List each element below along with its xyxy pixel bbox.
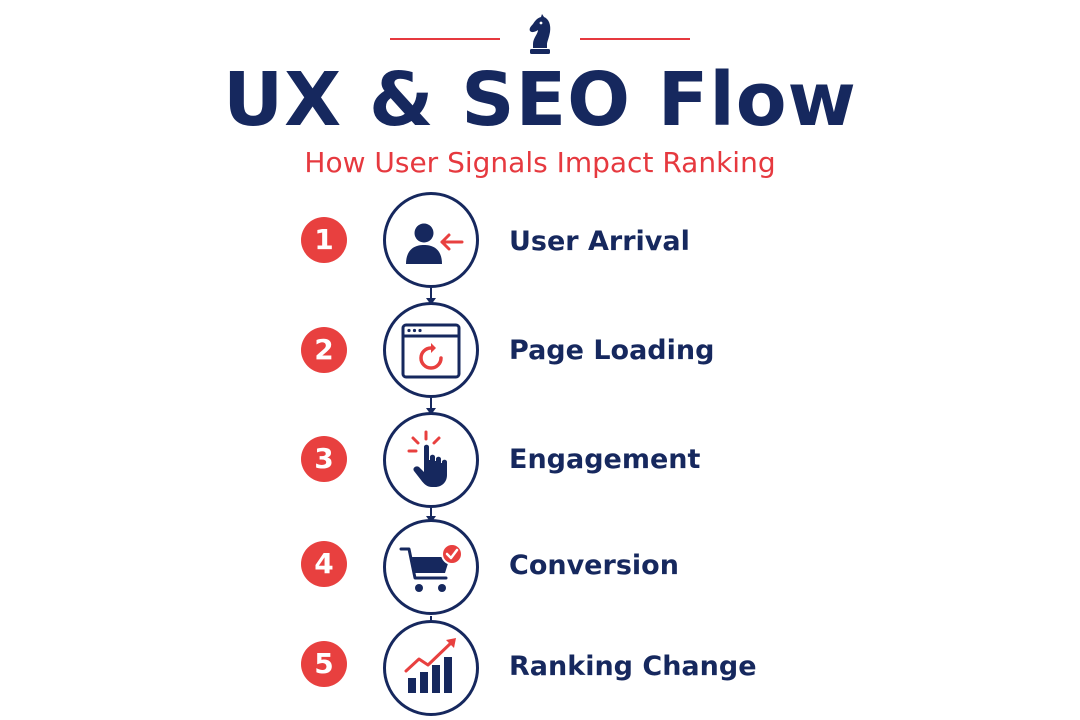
tap-pointer-icon — [407, 430, 447, 487]
step-icon-circle — [383, 620, 479, 716]
arrow-2-3 — [426, 408, 436, 415]
page-loading-icon — [401, 323, 461, 379]
step-label: Engagement — [509, 444, 701, 475]
step-number-badge: 3 — [301, 436, 347, 482]
step-label: Conversion — [509, 550, 679, 581]
user-arrival-icon — [406, 223, 464, 264]
page-title: UX & SEO Flow — [223, 57, 857, 143]
step-icon-circle — [383, 192, 479, 288]
step-number-badge: 2 — [301, 327, 347, 373]
step-label: User Arrival — [509, 226, 690, 257]
page-subtitle: How User Signals Impact Ranking — [304, 146, 776, 179]
ranking-chart-icon — [404, 638, 456, 693]
chess-knight-icon — [529, 14, 551, 54]
header-right-line — [580, 38, 690, 40]
arrow-1-2 — [426, 298, 436, 305]
step-icon-circle — [383, 519, 479, 615]
header-left-line — [390, 38, 500, 40]
step-number-badge: 1 — [301, 217, 347, 263]
step-label: Ranking Change — [509, 651, 757, 682]
step-icon-circle — [383, 302, 479, 398]
step-label: Page Loading — [509, 335, 715, 366]
step-icon-circle — [383, 412, 479, 508]
step-number-badge: 5 — [301, 641, 347, 687]
step-number-badge: 4 — [301, 541, 347, 587]
shopping-cart-check-icon — [399, 543, 463, 592]
